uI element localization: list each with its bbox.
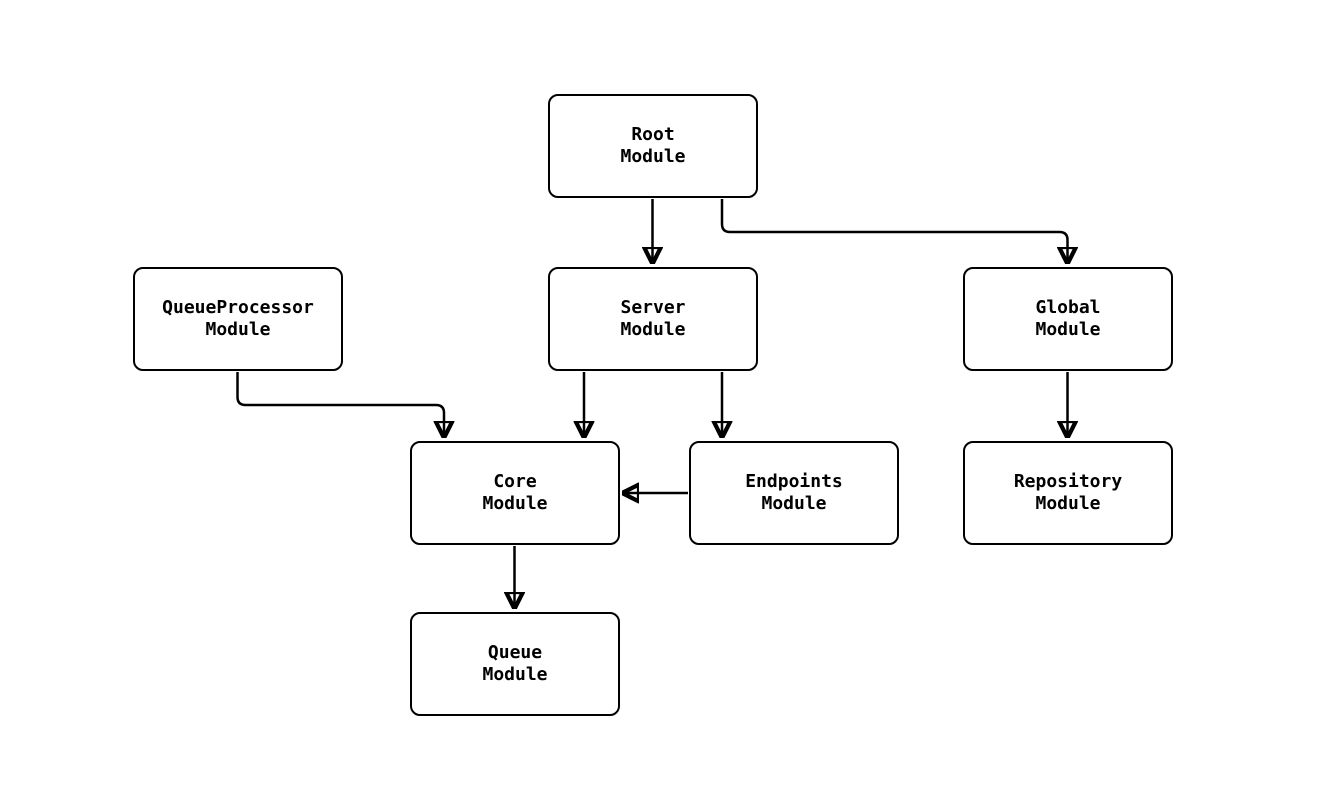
node-label-line: Queue — [487, 642, 543, 663]
node-label-line: Module — [620, 146, 686, 167]
node-label-line: Server — [620, 297, 686, 318]
node-queue-module: Queue Module — [410, 612, 620, 716]
node-label-line: Module — [205, 319, 271, 340]
node-label-line: Repository — [1013, 471, 1123, 492]
edge-queueprocessor-to-core — [236, 372, 445, 438]
node-label-line: QueueProcessor — [162, 297, 314, 318]
node-label-line: Module — [761, 493, 827, 514]
node-label-line: Root — [631, 124, 675, 145]
node-endpoints-module: Endpoints Module — [689, 441, 899, 545]
node-label-line: Module — [1035, 319, 1101, 340]
node-label-line: Module — [620, 319, 686, 340]
node-label-line: Module — [1035, 493, 1101, 514]
node-label-line: Module — [482, 664, 548, 685]
node-core-module: Core Module — [410, 441, 620, 545]
node-global-module: Global Module — [963, 267, 1173, 371]
node-label-line: Global — [1035, 297, 1101, 318]
node-label-line: Endpoints — [745, 471, 843, 492]
node-label-line: Core — [493, 471, 537, 492]
node-repository-module: Repository Module — [963, 441, 1173, 545]
node-label-line: Module — [482, 493, 548, 514]
edge-root-to-global — [720, 199, 1068, 264]
node-root-module: Root Module — [548, 94, 758, 198]
node-server-module: Server Module — [548, 267, 758, 371]
node-queueprocessor-module: QueueProcessor Module — [133, 267, 343, 371]
